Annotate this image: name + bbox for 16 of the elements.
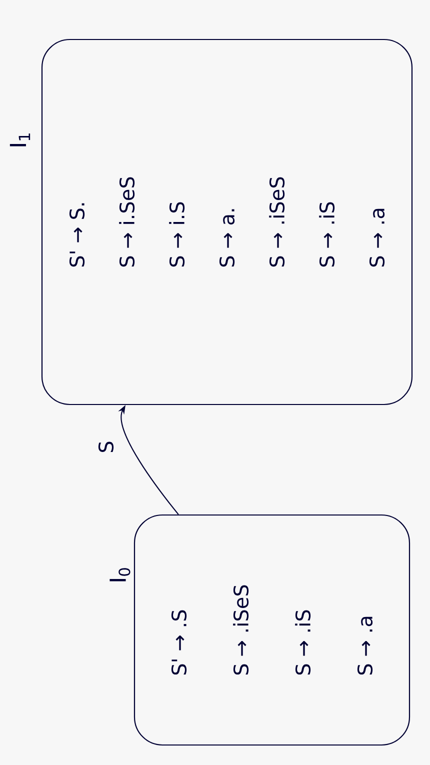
- node-label: S → .a: [357, 616, 373, 675]
- node-label: S' → .S: [171, 610, 187, 675]
- node-label: S → .iSeS: [269, 177, 285, 267]
- node-label: S → i.S: [169, 202, 185, 267]
- set-heading: I$_{1}$: [10, 134, 30, 146]
- node-label: S → .a: [369, 208, 385, 267]
- item-set-box: S' → .S S → .iSeS S → .iS S → .a: [134, 514, 410, 746]
- node-label: S → a.: [219, 209, 235, 267]
- item-set-box: S' → S. S → i.SeS S → i.S S → a. S → .iSeS S → .iS S → .a: [41, 38, 413, 406]
- node-label: S → i.SeS: [119, 177, 135, 267]
- node-label: S → .iS: [319, 202, 335, 267]
- node-label: S' → S.: [69, 203, 85, 267]
- edge-label: S: [98, 442, 114, 452]
- node-label: S → .iSeS: [233, 585, 249, 675]
- set-heading: I$_{0}$: [110, 568, 130, 582]
- node-label: S → .iS: [295, 610, 311, 675]
